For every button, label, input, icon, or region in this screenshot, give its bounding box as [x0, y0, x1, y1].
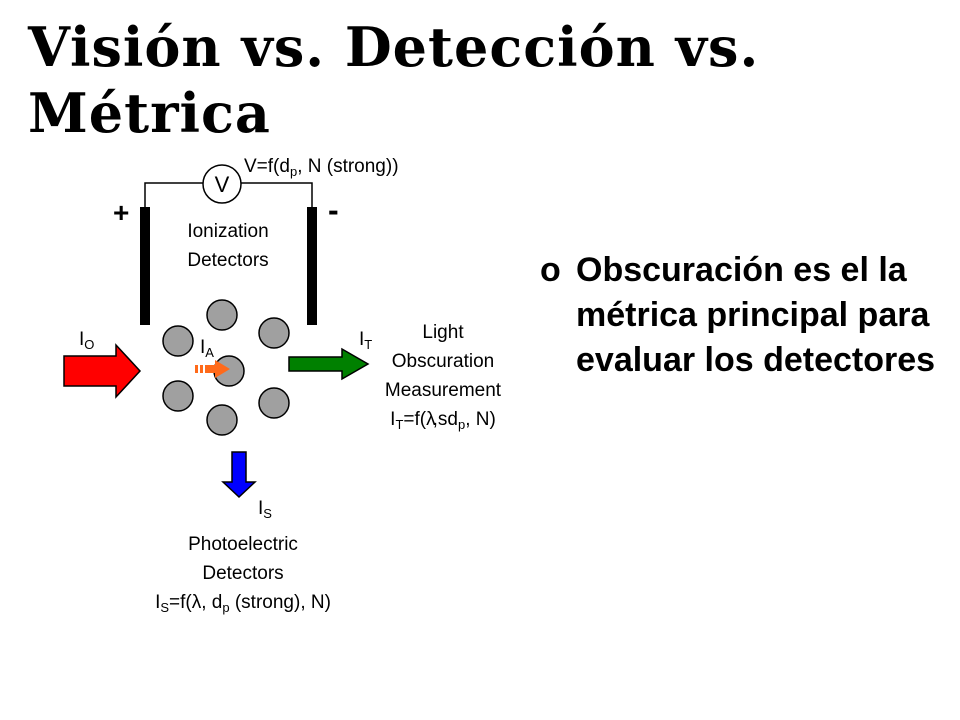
voltage-formula: V=f(dp, N (strong)): [244, 156, 399, 179]
circuit-wire-left: [144, 182, 203, 208]
scattered-intensity-label: IS: [258, 498, 272, 521]
bullet-text: Obscuración es el la métrica principal p…: [576, 251, 936, 379]
photoelectric-formula: IS=f(λ, dp (strong), N): [155, 592, 331, 615]
particle: [162, 325, 194, 357]
plus-sign: +: [113, 197, 130, 228]
light-obscuration-label: Light Obscuration Measurement IT=f(λ,sdp…: [368, 318, 518, 439]
bullet-marker: o: [540, 251, 561, 289]
particle: [258, 387, 290, 419]
particle: [206, 299, 238, 331]
particle: [206, 404, 238, 436]
particle-cluster: [162, 299, 290, 436]
negative-electrode: [307, 207, 317, 325]
incident-light-arrow: [63, 343, 142, 399]
positive-electrode: [140, 207, 150, 325]
transmitted-intensity-label: IT: [359, 329, 373, 352]
transmitted-light-arrow: [288, 347, 370, 381]
slide-title: Visión vs. Detección vs. Métrica: [28, 15, 760, 145]
particle: [258, 317, 290, 349]
incident-intensity-label: IO: [79, 329, 95, 352]
ionization-detectors-label: Ionization Detectors: [187, 221, 269, 271]
photoelectric-detectors-label: Photoelectric Detectors IS=f(λ, dp (stro…: [118, 530, 368, 622]
scattered-light-arrow: [221, 451, 257, 499]
particle: [162, 380, 194, 412]
minus-sign: -: [328, 192, 339, 228]
voltmeter-symbol: V: [215, 172, 230, 197]
absorbed-intensity-label: IA: [200, 337, 214, 360]
bullet-point: o Obscuración es el la métrica principal…: [540, 248, 940, 383]
absorbed-light-arrow: [195, 360, 230, 378]
circuit-wire-right: [241, 182, 313, 208]
voltmeter-circle: [202, 164, 242, 204]
obscuration-formula: IT=f(λ,sdp, N): [390, 409, 496, 432]
